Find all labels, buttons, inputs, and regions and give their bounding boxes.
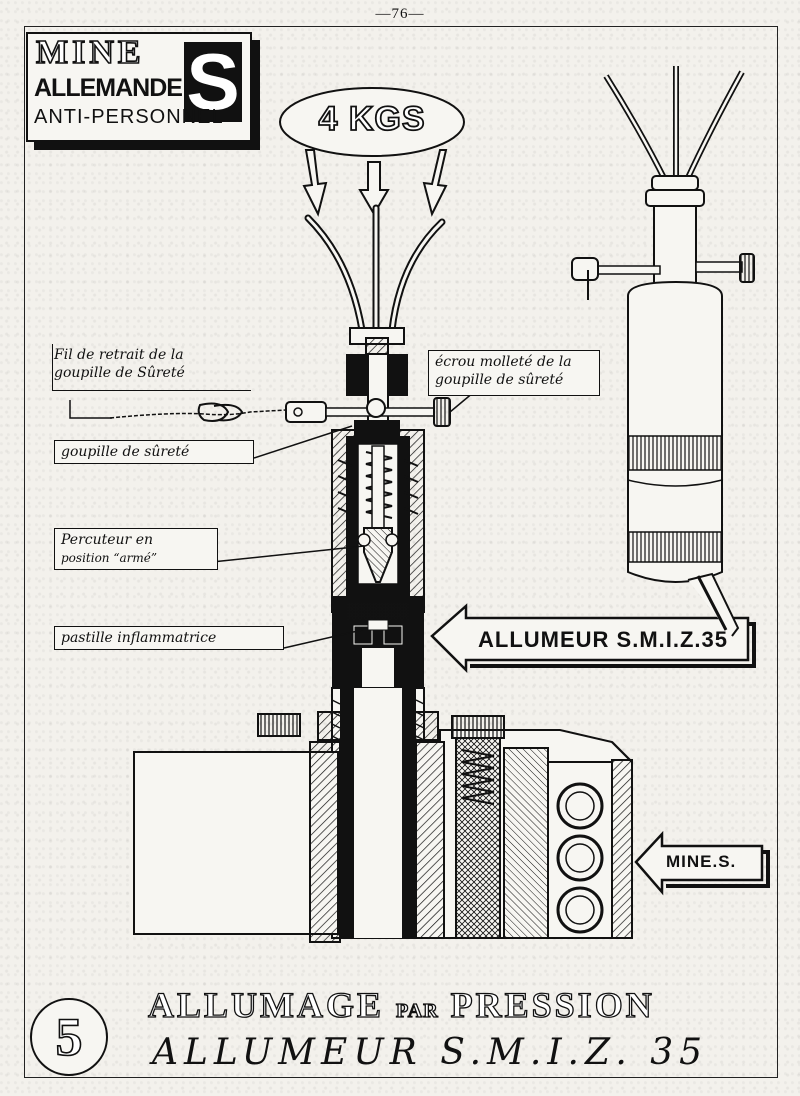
callout-mine: MINE.S. [666,852,737,871]
label-ecrou-line-1: écrou molleté de la [435,354,572,370]
title-line-1: MINE [35,33,145,72]
label-fil-retrait: Fil de retrait de la goupille de Sûreté [54,346,185,382]
external-fuze [571,66,755,583]
label-fil-retrait-box [52,344,251,391]
label-goupille: goupille de sûreté [54,440,254,464]
bottom-title-a: ALLUMAGE [147,984,385,1025]
title-big-letter: S [184,42,242,122]
title-line-2: ALLEMANDE [34,74,183,102]
fuze-main-body [331,429,425,613]
fuze-upper-body [346,353,408,436]
title-block: MINE ALLEMANDE S ANTI-PERSONNEL [26,32,252,142]
weight-label: 4 KGS [318,99,426,139]
bottom-title: ALLUMAGE PAR PRESSION [147,984,768,1026]
safety-pin [109,397,451,427]
page-frame [24,26,778,1078]
leader-lines [69,381,487,649]
label-pastille: pastille inflammatrice [54,626,284,650]
pressure-arrows [302,149,448,217]
page-number: —76— [375,6,425,22]
label-percuteur-line-2: position “armé” [61,551,157,565]
bottom-title-b: PRESSION [450,984,655,1025]
label-fil-retrait-line-2: goupille de Sûreté [54,365,185,381]
mine-arrow [634,830,770,896]
label-fil-retrait-line-1: Fil de retrait de la [54,347,184,363]
weight-ellipse [279,87,465,157]
title-line-3: ANTI-PERSONNEL [34,106,224,128]
threaded-tube [331,687,425,939]
allumeur-arrow [430,572,756,674]
label-ecrou-line-2: goupille de sûreté [435,372,564,388]
bottom-title-par: PAR [395,999,439,1022]
label-percuteur-line-1: Percuteur en [61,532,153,548]
callout-allumeur: ALLUMEUR S.M.I.Z.35 [478,627,729,652]
figure-number: 5 [55,1006,84,1068]
primer-section [332,596,424,690]
label-percuteur: Percuteur en position “armé” [54,528,218,570]
mine-body [133,711,633,943]
figure-number-badge: 5 [30,998,108,1076]
label-ecrou: écrou molleté de la goupille de sûreté [428,350,600,396]
bottom-subtitle: ALLUMEUR S.M.I.Z. 35 [152,1032,709,1073]
